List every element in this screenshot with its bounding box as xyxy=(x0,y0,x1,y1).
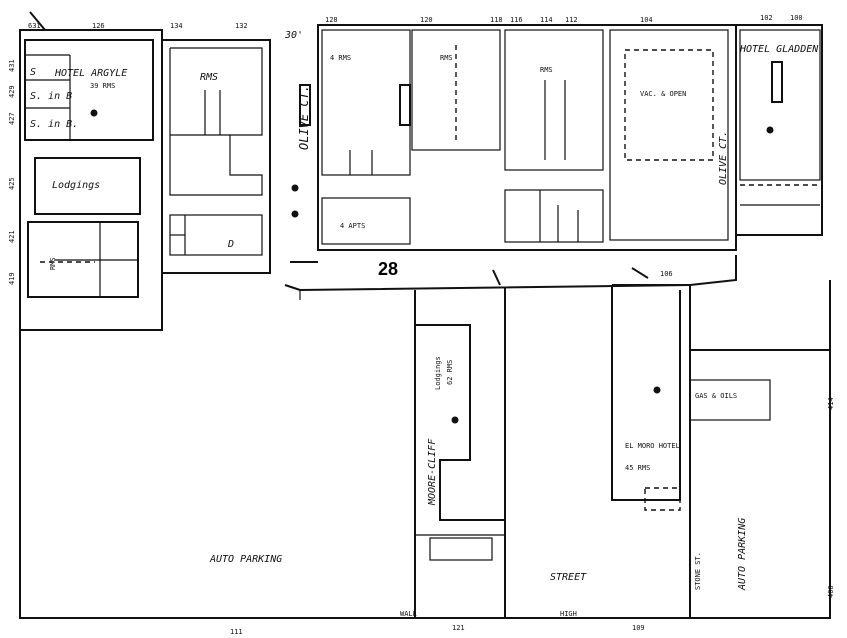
rms-label-a: RMS xyxy=(440,54,453,62)
num-134: 134 xyxy=(170,22,183,30)
stone-street-label: STONE ST. xyxy=(694,552,702,590)
el-moro-rooms: 45 RMS xyxy=(625,464,650,472)
s-in-b-label-2: S. in B. xyxy=(30,119,78,130)
rms-label-d: RMS xyxy=(49,257,57,270)
hotel-gladden-building xyxy=(739,29,821,181)
num-106: 106 xyxy=(660,270,673,278)
num-427: 427 xyxy=(8,112,16,125)
street-label: STREET xyxy=(550,572,587,583)
num-132: 132 xyxy=(235,22,248,30)
num-111: 111 xyxy=(230,628,243,636)
block-outline-middle xyxy=(317,24,737,251)
hotel-argyle-rooms: 39 RMS xyxy=(90,82,115,90)
block-outline-rms xyxy=(161,39,271,274)
rms-label-c: RMS xyxy=(200,72,218,83)
hotel-argyle-label: HOTEL ARGYLE xyxy=(54,68,127,79)
lodgings-moore-rooms: 62 RMS xyxy=(446,360,454,385)
num-429: 429 xyxy=(8,85,16,98)
wall-label: WALL xyxy=(400,610,417,618)
num-400: 400 xyxy=(827,585,835,598)
lodgings-left-label: Lodgings xyxy=(52,180,100,191)
rms-label-b: RMS xyxy=(540,66,553,74)
top-left-block xyxy=(19,29,271,331)
labels: 28 OLIVE CT. OLIVE CT. MOORE-CLIFF STONE… xyxy=(8,14,835,636)
el-moro-label: EL MORO HOTEL xyxy=(625,442,680,450)
s-store-label: S xyxy=(30,67,36,78)
num-104: 104 xyxy=(640,16,653,24)
s-in-b-label-1: S. in B xyxy=(30,91,72,102)
num-100: 100 xyxy=(790,14,803,22)
lodgings-building-left xyxy=(34,157,141,215)
num-421: 421 xyxy=(8,230,16,243)
gas-oils-label: GAS & OILS xyxy=(695,392,737,400)
width-30: 30' xyxy=(284,30,303,41)
num-114: 114 xyxy=(540,16,553,24)
block-number: 28 xyxy=(378,259,398,279)
lodgings-moore-label: Lodgings xyxy=(434,356,442,390)
num-120: 120 xyxy=(420,16,433,24)
num-112: 112 xyxy=(565,16,578,24)
high-label: HIGH xyxy=(560,610,577,618)
d-label: D xyxy=(227,239,234,250)
num-121: 121 xyxy=(452,624,465,632)
num-431: 431 xyxy=(8,59,16,72)
num-109: 109 xyxy=(632,624,645,632)
street-olive-ct-left: OLIVE CT. xyxy=(297,85,311,150)
four-apts-building xyxy=(321,197,411,245)
top-right-block xyxy=(736,24,823,236)
gas-oils-building xyxy=(689,379,771,421)
num-128: 128 xyxy=(325,16,338,24)
bottom-block xyxy=(19,11,831,619)
auto-parking-right: AUTO PARKING xyxy=(737,518,748,591)
vac-open-label: VAC. & OPEN xyxy=(640,90,686,98)
num-631: 631 xyxy=(28,22,41,30)
street-olive-ct-right: OLIVE CT. xyxy=(718,131,729,185)
moore-cliff-label: MOORE-CLIFF xyxy=(427,438,438,506)
map-dots xyxy=(90,109,774,424)
four-rms-label: 4 RMS xyxy=(330,54,351,62)
num-126: 126 xyxy=(92,22,105,30)
num-116: 116 xyxy=(510,16,523,24)
num-102: 102 xyxy=(760,14,773,22)
num-118: 118 xyxy=(490,16,503,24)
hotel-argyle-building xyxy=(24,39,154,141)
num-425: 425 xyxy=(8,177,16,190)
hotel-gladden-label: HOTEL GLADDEN xyxy=(739,44,819,55)
top-middle-block xyxy=(299,24,737,251)
num-414: 414 xyxy=(827,397,835,410)
num-419: 419 xyxy=(8,272,16,285)
auto-parking-left: AUTO PARKING xyxy=(209,554,282,565)
four-apts-label: 4 APTS xyxy=(340,222,365,230)
vac-open-building xyxy=(624,49,714,161)
